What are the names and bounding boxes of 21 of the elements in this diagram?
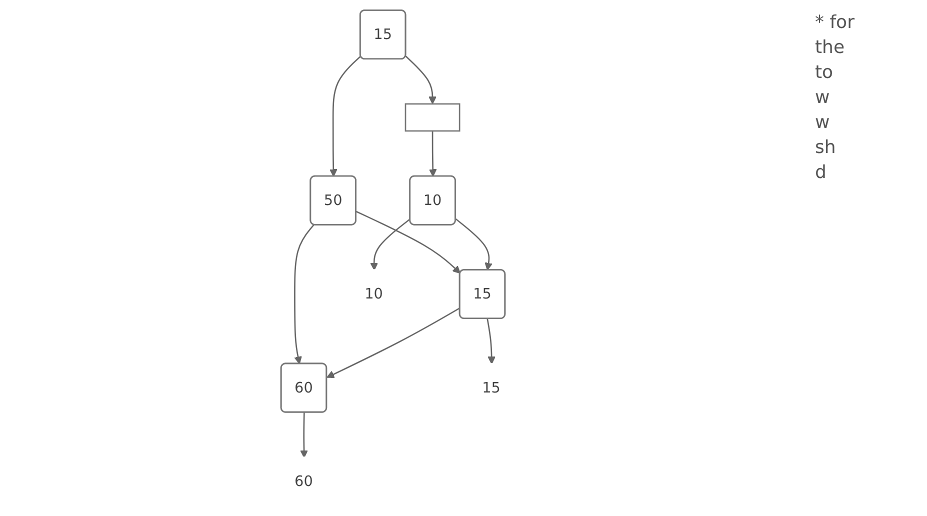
note-text: d: [815, 162, 828, 183]
arrow: [356, 210, 461, 274]
arrow: [294, 224, 314, 364]
arrow: [326, 307, 460, 378]
arrow: [428, 130, 437, 177]
note-text: the: [815, 37, 846, 58]
note-text: sh: [815, 137, 837, 158]
arrow: [300, 412, 308, 458]
arrow: [455, 218, 492, 271]
note-text: w: [815, 87, 831, 108]
note-text: to: [815, 62, 834, 83]
node-box: [404, 103, 460, 132]
node-text: 60: [294, 472, 313, 490]
node-text: 15: [482, 378, 500, 396]
arrow: [405, 56, 436, 104]
note-text: * for: [815, 12, 856, 33]
node-text: 10: [364, 285, 383, 302]
arrow: [329, 56, 362, 177]
note-text: w: [815, 112, 831, 133]
arrow: [370, 218, 411, 271]
arrow: [486, 318, 496, 364]
